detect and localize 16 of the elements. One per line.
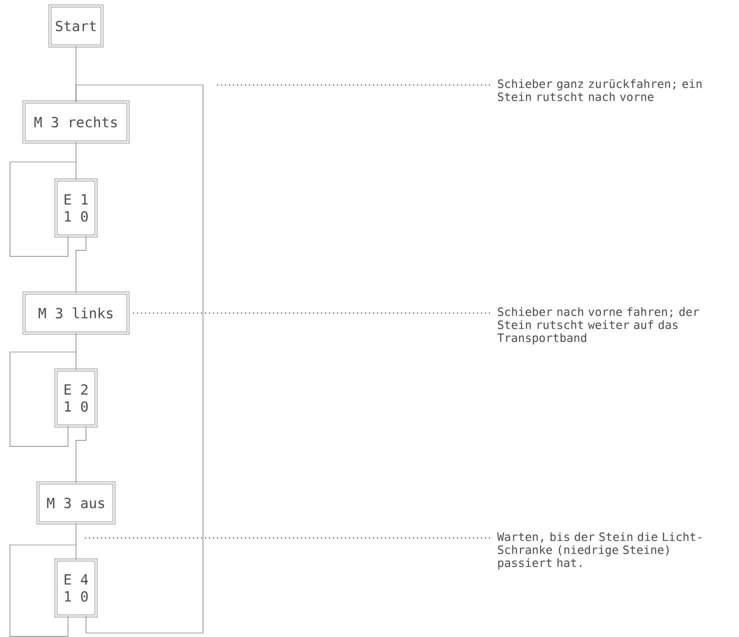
step-box: M 3 aus	[36, 482, 116, 524]
flow-line	[76, 236, 86, 293]
loop-line	[10, 352, 76, 447]
step-box: E 1 1 0	[54, 178, 98, 238]
return-line	[76, 84, 204, 634]
step-box: Start	[48, 4, 104, 48]
loop-line	[10, 544, 76, 637]
note-text: Warten, bis der Stein die Licht-Schranke (niedrige Steine) passiert hat.	[497, 532, 702, 570]
step-box: M 3 rechts	[22, 100, 130, 144]
loop-line	[10, 162, 76, 257]
flow-line	[76, 426, 86, 483]
step-box: E 2 1 0	[54, 368, 98, 428]
step-box: M 3 links	[22, 292, 130, 334]
note-text: Schieber ganz zurückfahren; ein Stein rutscht nach vorne	[498, 79, 702, 102]
note-text: Schieber nach vorne fahren; der Stein rutscht weiter auf das Transportband	[497, 307, 699, 344]
step-box: E 4 1 0	[54, 558, 98, 618]
